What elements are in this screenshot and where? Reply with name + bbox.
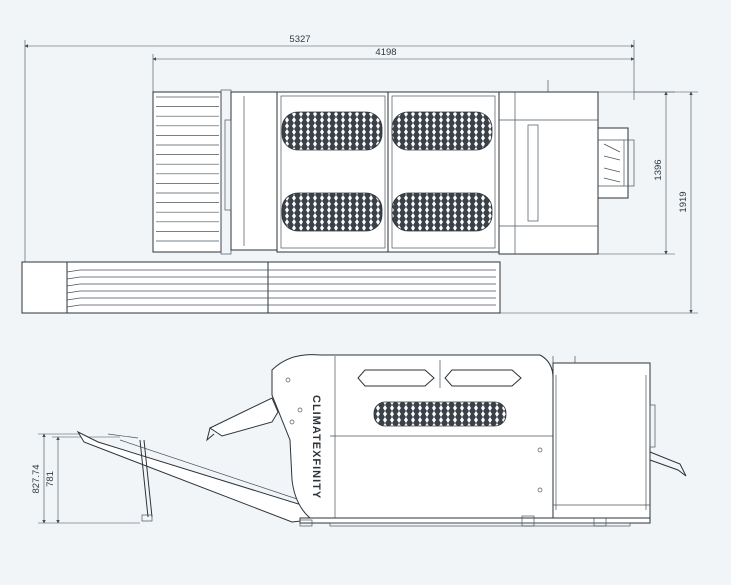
dim-frame-length: 4198: [152, 47, 635, 92]
dim-outfeed-height-label: 827.74: [31, 464, 42, 493]
belt-line: [66, 297, 496, 301]
top-outfeed-cabinet: [498, 80, 635, 255]
belt-line: [66, 304, 496, 308]
belt-line: [66, 283, 496, 287]
dim-overall-length: 5327: [24, 34, 635, 262]
dim-infeed-height-label: 781: [45, 471, 56, 487]
conveyor-belts: [66, 269, 496, 308]
belt-line: [66, 290, 496, 294]
side-outfeed-cabinet: [552, 356, 687, 519]
brand-text: CLIMATEXFINITY: [310, 395, 322, 499]
side-main-body: CLIMATEXFINITY: [271, 354, 554, 519]
grille-bottom-left: [281, 192, 383, 232]
top-main-body: [276, 91, 500, 253]
dim-frame-length-label: 4198: [375, 47, 396, 58]
top-conveyor: [21, 261, 501, 314]
infeed-rollers: [156, 96, 219, 242]
dim-overall-length-label: 5327: [289, 34, 310, 45]
side-loading-arm: [206, 397, 279, 442]
grille-top-left: [281, 111, 383, 151]
side-grille: [373, 401, 507, 427]
belt-line: [66, 269, 496, 273]
grille-bottom-right: [391, 192, 493, 232]
top-infeed-section: [152, 89, 278, 255]
side-infeed-ramp: [76, 430, 311, 523]
top-view: 5327 4198 1396 1919: [21, 34, 698, 314]
dim-body-width-label: 1396: [653, 159, 664, 180]
dim-heights: 827.74 781: [31, 433, 140, 524]
grille-top-right: [391, 111, 493, 151]
side-base: [299, 515, 651, 527]
side-view: 827.74 781: [31, 354, 687, 527]
belt-line: [66, 276, 496, 280]
dim-overall-width-label: 1919: [678, 191, 689, 212]
dim-overall-width: 1919: [500, 91, 698, 314]
